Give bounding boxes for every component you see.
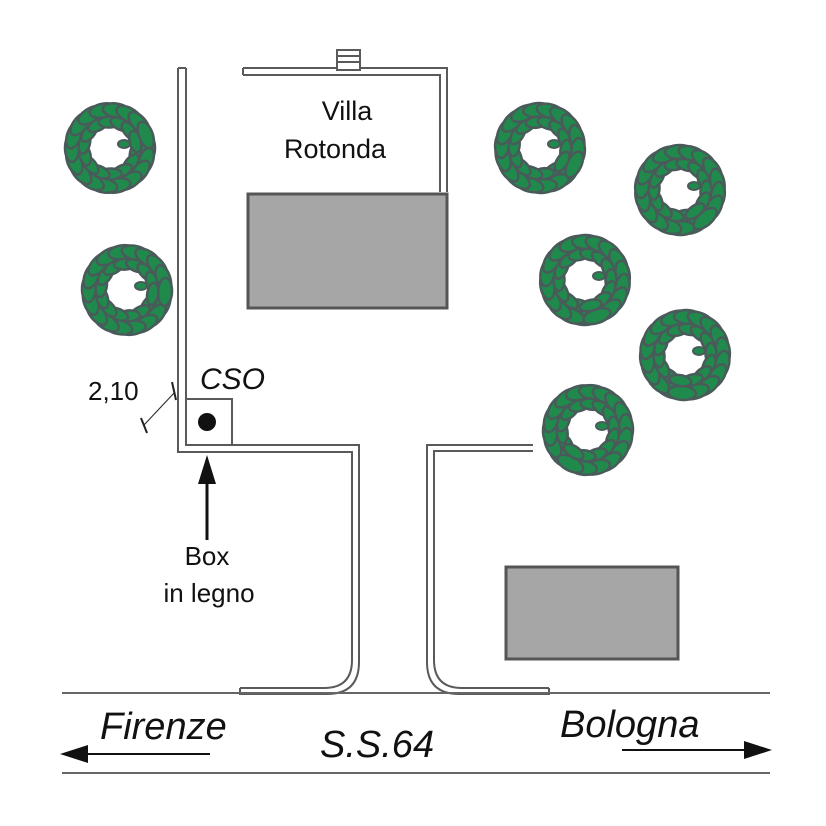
- stairs-icon: [336, 49, 361, 71]
- leaf: [595, 421, 609, 431]
- trees: [63, 101, 732, 477]
- leaf: [562, 442, 585, 461]
- villa-label-line1: Villa: [322, 96, 374, 126]
- dimension-label: 2,10: [88, 376, 139, 406]
- leaf: [687, 181, 701, 191]
- villa-label-line2: Rotonda: [284, 134, 387, 164]
- cso-label: CSO: [200, 363, 265, 396]
- leaf: [592, 271, 606, 281]
- villa-building: [246, 192, 449, 310]
- box-arrow-icon: [198, 455, 216, 540]
- tree-icon: [493, 101, 587, 195]
- tree-icon: [63, 102, 157, 194]
- tree-icon: [80, 243, 174, 337]
- leaf: [145, 281, 160, 307]
- tree-icon: [638, 308, 732, 402]
- firenze-label: Firenze: [100, 706, 227, 748]
- leaf: [547, 139, 561, 149]
- bologna-arrow-icon: [622, 741, 772, 759]
- villa-wall: [242, 49, 448, 192]
- leaf: [692, 346, 706, 356]
- road-label: S.S.64: [320, 724, 434, 766]
- leaf: [578, 298, 603, 313]
- cso-point-icon: [198, 413, 216, 431]
- wooden-box: [185, 398, 233, 446]
- leaf: [553, 150, 571, 173]
- bologna-label: Bologna: [560, 704, 699, 746]
- leaf: [668, 373, 693, 388]
- firenze-arrow-icon: [60, 745, 210, 763]
- tree-icon: [633, 143, 727, 237]
- tree-icon: [538, 233, 632, 327]
- box-label-line1: Box: [185, 541, 230, 571]
- leaf: [117, 139, 131, 149]
- dimension-marker: [140, 381, 177, 434]
- box-label-line2: in legno: [163, 578, 254, 608]
- leaf: [134, 281, 148, 291]
- tree-icon: [541, 383, 635, 477]
- secondary-building: [504, 565, 680, 661]
- leaf: [684, 202, 706, 221]
